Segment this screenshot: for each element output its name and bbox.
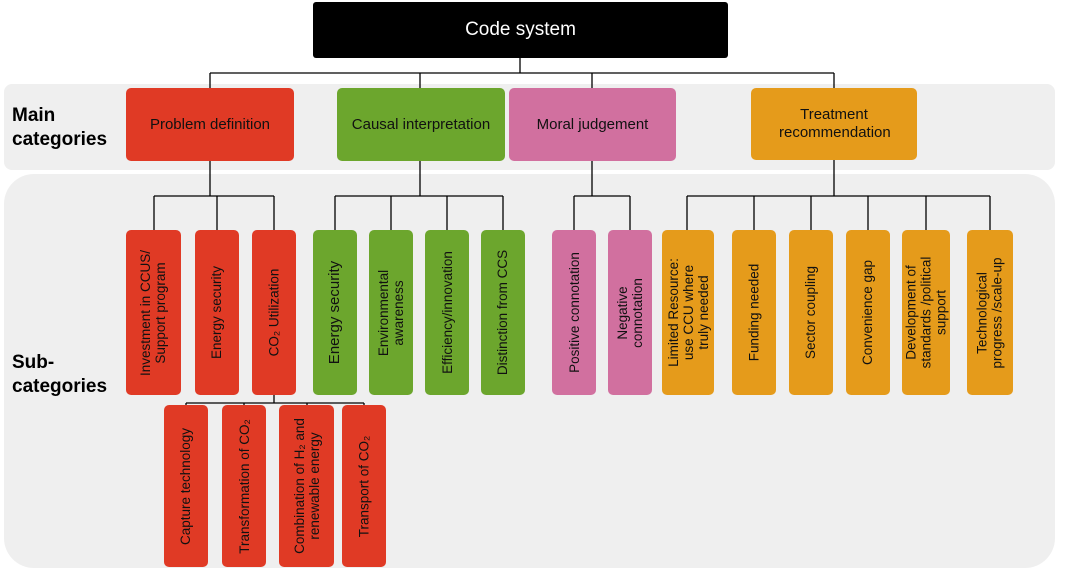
subcategory-sector-coupling: Sector coupling [789, 230, 833, 395]
subcategory-co2-utilization: CO₂ Utilization [252, 230, 296, 395]
subcategory-transformation-co2: Transformation of CO₂ [222, 405, 266, 567]
code-system-label: Code system [465, 19, 576, 40]
subcategory-label-line: truly needed [695, 275, 711, 350]
subcategory-efficiency-innovation: Efficiency/innovation [425, 230, 469, 395]
subcategory-label-line: Combination of H₂ and [291, 418, 307, 554]
problem-definition-label: Problem definition [149, 115, 271, 133]
subcategory-transport-co2: Transport of CO₂ [342, 405, 386, 567]
subcategory-label-line: connotation [630, 277, 645, 348]
subcategory-distinction-ccs: Distinction from CCS [481, 230, 525, 395]
subcategory-funding-needed: Funding needed [732, 230, 776, 395]
subcategory-label-line: Transformation of CO₂ [236, 418, 252, 554]
subcategory-label-line: renewable energy [306, 432, 322, 540]
causal-interpretation-box: Causal interpretation [337, 88, 505, 161]
main-categories-label: Main categories [12, 105, 108, 150]
treatment-recommendation-box: Treatment recommendation [751, 88, 917, 160]
moral-judgement-box: Moral judgement [509, 88, 676, 161]
subcategory-label-line: progress /scale-up [990, 256, 1005, 369]
subcategory-label-line: Positive connotation [566, 252, 582, 373]
moral-judgement-label: Moral judgement [536, 115, 649, 133]
subcategory-label-line: Distinction from CCS [495, 249, 511, 376]
subcategory-convenience-gap: Convenience gap [846, 230, 890, 395]
treatment-recommendation-label: Treatment recommendation [779, 106, 891, 141]
subcategory-energy-security-problem: Energy security [195, 230, 239, 395]
subcategory-capture-technology: Capture technology [164, 405, 208, 567]
subcategory-label-line: support [933, 289, 949, 336]
subcategory-label-line: Funding needed [746, 263, 762, 362]
subcategory-label-line: awareness [391, 279, 407, 346]
subcategory-positive-connotation: Positive connotation [552, 230, 596, 395]
subcategory-label-line: Development of [903, 265, 919, 360]
code-system-box: Code system [313, 2, 728, 58]
subcategory-label-line: Technological [975, 271, 990, 354]
subcategory-label-line: CO₂ Utilization [266, 268, 282, 357]
subcategory-energy-security-causal: Energy security [313, 230, 357, 395]
subcategory-label-line: Transport of CO₂ [356, 435, 372, 537]
subcategory-label-line: Capture technology [178, 427, 194, 545]
sub-categories-label: Sub- categories [12, 352, 108, 397]
causal-interpretation-label: Causal interpretation [351, 115, 491, 133]
subcategory-label-line: Environmental [376, 269, 392, 356]
subcategory-label-line: Support program [153, 261, 169, 364]
problem-definition-box: Problem definition [126, 88, 294, 161]
subcategory-investment-ccus: Investment in CCUS/Support program [126, 230, 181, 395]
subcategory-label-line: Energy security [209, 265, 225, 360]
subcategory-label-line: Energy security [326, 260, 344, 365]
subcategory-label-line: Sector coupling [803, 265, 819, 360]
subcategory-label-line: standards /political [918, 256, 934, 369]
subcategory-label-line: Efficiency/innovation [439, 251, 455, 374]
subcategory-label-line: Investment in CCUS/ [138, 249, 154, 376]
subcategory-label-line: Negative [615, 285, 630, 340]
subcategory-label-line: use CCU where [680, 264, 696, 361]
subcategory-label-line: Limited Resource: [665, 258, 681, 367]
subcategory-label-line: Convenience gap [860, 259, 876, 366]
